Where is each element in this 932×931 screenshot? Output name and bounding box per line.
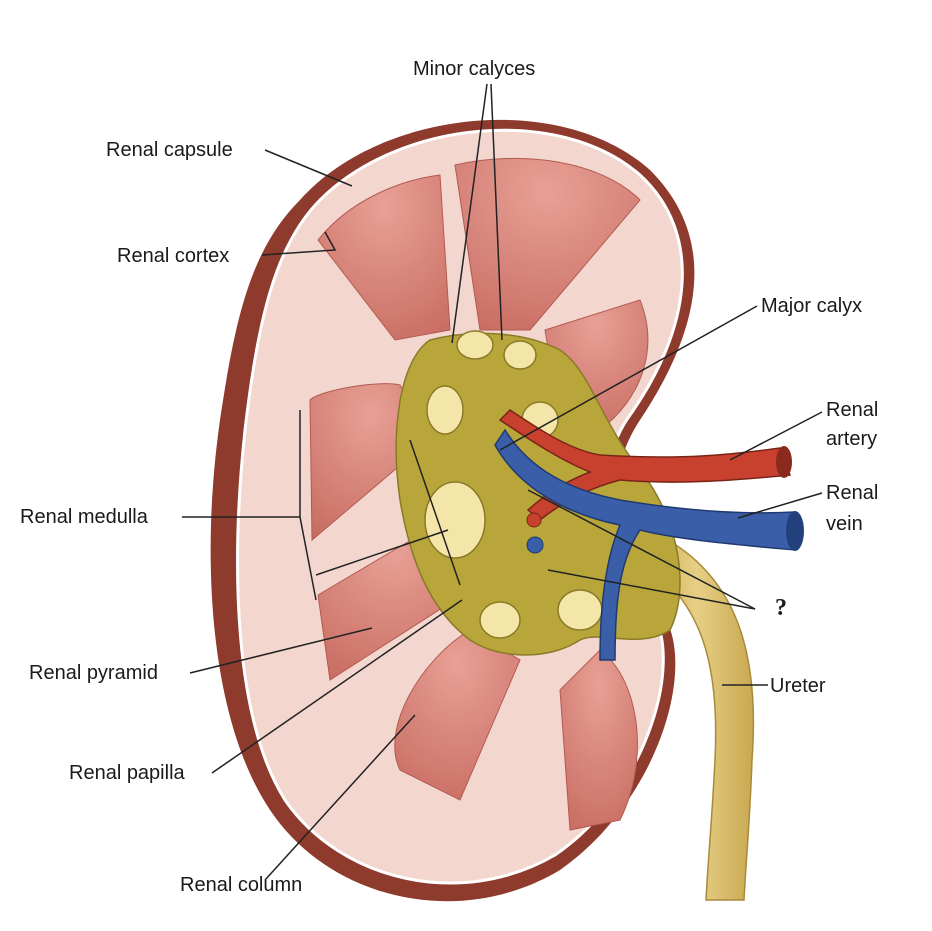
minor-calyces-cups	[424, 330, 603, 639]
label-renal-cortex: Renal cortex	[117, 245, 230, 267]
label-renal-artery-line1: Renal	[826, 399, 879, 421]
label-renal-papilla: Renal papilla	[69, 762, 185, 784]
renal-vein-opening	[786, 511, 804, 551]
calyx-cup-3	[426, 385, 464, 435]
pyramid-1	[454, 157, 641, 331]
leader-renal-column	[264, 714, 416, 881]
leader-renal-pyramid	[189, 627, 373, 674]
label-renal-vein-line2: vein	[826, 513, 863, 535]
vein-branch-end	[526, 536, 544, 554]
leader-major-calyx	[499, 305, 758, 451]
label-renal-capsule: Renal capsule	[106, 139, 233, 161]
ureter-tube	[638, 539, 755, 901]
label-major-calyx: Major calyx	[761, 295, 863, 317]
leader-renal-vein	[737, 492, 823, 519]
leader-papilla-vertical	[409, 439, 461, 586]
label-renal-vein-line1: Renal	[826, 482, 879, 504]
calyx-cup-2	[503, 340, 537, 370]
calyx-cup-4	[424, 481, 486, 559]
artery-branch-end	[526, 512, 542, 528]
leader-renal-capsule	[264, 149, 353, 187]
renal-artery-opening	[776, 446, 792, 478]
leader-renal-papilla	[211, 599, 463, 774]
calyx-cup-5	[479, 601, 521, 639]
label-renal-artery-line2: artery	[826, 428, 878, 450]
label-renal-medulla: Renal medulla	[20, 506, 148, 528]
leader-renal-cortex	[261, 231, 337, 256]
label-ureter: Ureter	[770, 675, 826, 697]
calyx-cup-6	[557, 589, 603, 631]
leader-question-a	[527, 489, 756, 610]
leader-minor-calyces-a	[451, 83, 488, 344]
leader-lines	[182, 83, 823, 881]
leader-renal-artery	[729, 411, 823, 461]
leader-medulla-to-pyramid	[315, 529, 449, 576]
pyramid-2	[317, 174, 451, 341]
renal-vein-vessel	[494, 428, 796, 661]
label-renal-column: Renal column	[180, 874, 303, 896]
label-minor-calyces: Minor calyces	[413, 58, 536, 80]
label-renal-pyramid: Renal pyramid	[29, 662, 158, 684]
label-question-mark: ?	[775, 595, 787, 621]
calyx-cup-1	[456, 330, 494, 360]
leader-question-b	[547, 569, 756, 610]
leader-minor-calyces-b	[490, 83, 503, 341]
leader-medulla-bracket-bottom	[299, 516, 317, 601]
